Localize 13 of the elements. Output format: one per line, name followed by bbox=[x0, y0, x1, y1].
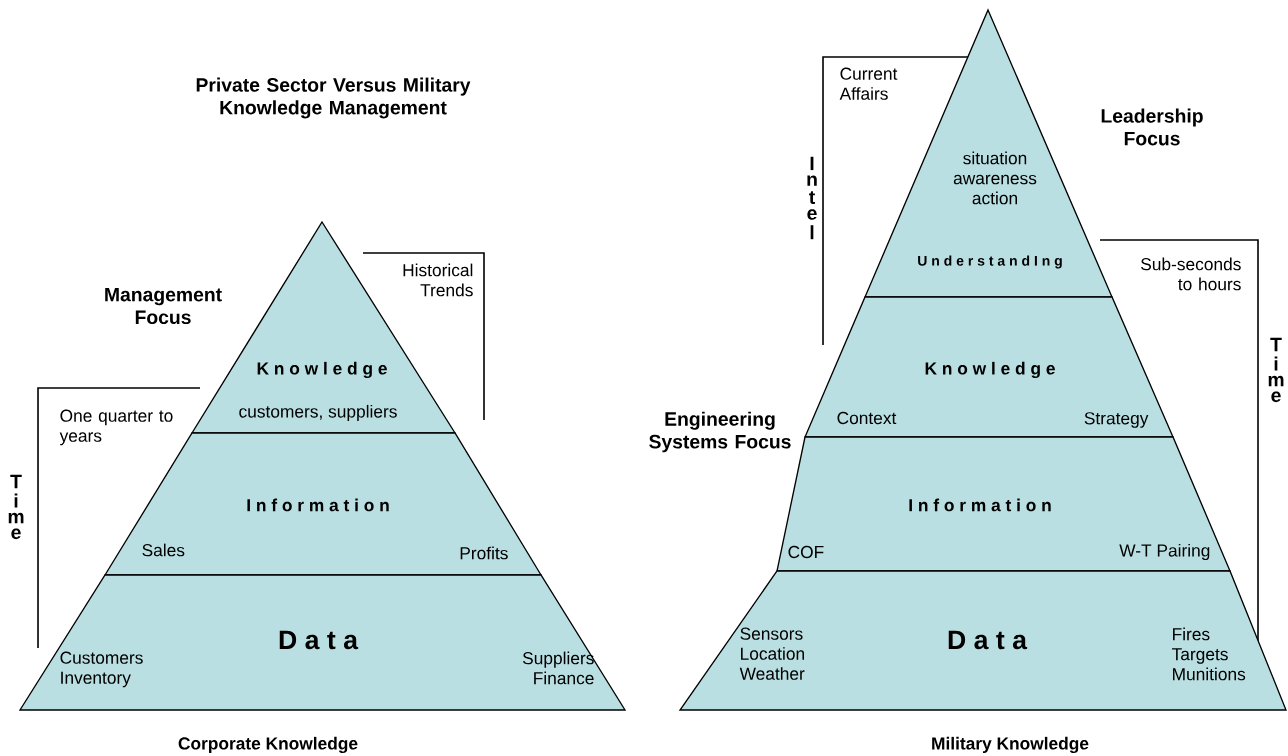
time-span-label: Historical Trends bbox=[403, 263, 473, 297]
focus-label: Leadership Focus bbox=[1101, 108, 1203, 146]
time-span-label: Sub-seconds to hours bbox=[1141, 257, 1241, 291]
title: Private Sector Versus Military Knowledge Management bbox=[196, 77, 471, 119]
axis-label: Time bbox=[1268, 337, 1284, 403]
axis-label: Intel bbox=[807, 156, 817, 240]
pyramid-caption: Corporate Knowledge bbox=[178, 736, 358, 754]
time-span-label: Current Affairs bbox=[839, 67, 898, 100]
focus-label: Engineering Systems Focus bbox=[649, 411, 791, 453]
pyramid-caption: Military Knowledge bbox=[932, 736, 1089, 754]
pyramid-layer: K n o w l e d g e Context Strategy bbox=[804, 296, 1174, 438]
axis-label: Time bbox=[8, 474, 24, 540]
focus-label: Management Focus bbox=[105, 287, 222, 325]
